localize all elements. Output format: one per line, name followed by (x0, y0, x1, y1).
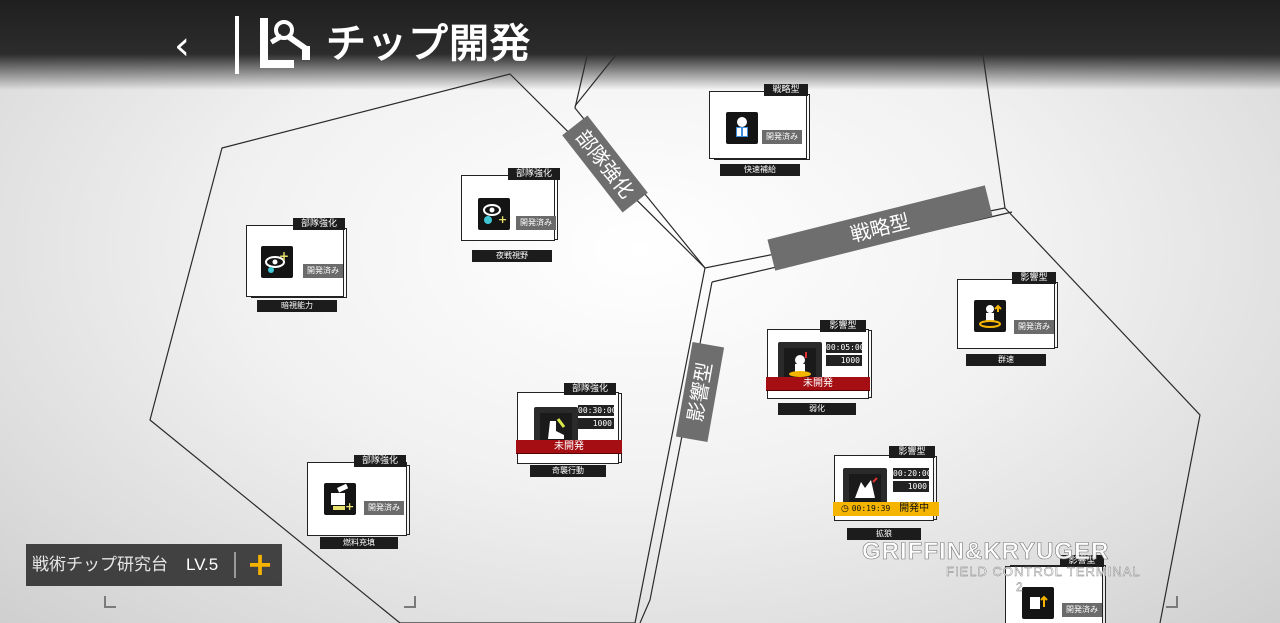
chip-name: 快速補給 (720, 164, 800, 176)
chip-category: 影響型 (889, 446, 935, 458)
corner-bracket (404, 596, 416, 608)
speed-up-icon (974, 300, 1006, 332)
eye-plus-icon: + (478, 198, 510, 230)
chip-name: 弱化 (778, 403, 856, 415)
chip-name: 奇襲行動 (530, 465, 606, 477)
svg-text:+: + (279, 249, 289, 263)
top-bar: ‹ チップ開発 (0, 0, 1280, 90)
chip-category: 影響型 (1060, 555, 1104, 567)
flag-up-icon (1022, 587, 1054, 619)
research-lab-panel: 戦術チップ研究台 LV.5 + (26, 544, 282, 586)
chip-category: 部隊強化 (293, 218, 345, 230)
chip-frame (709, 91, 807, 159)
supply-doll-icon (726, 112, 758, 144)
chip-cost: 1000 (893, 481, 929, 492)
eye-star-icon: + (261, 246, 293, 278)
chip-category: 部隊強化 (564, 383, 616, 395)
chip-status: 開発済み (1062, 603, 1102, 617)
chip-undeveloped-banner: 未開発 (766, 377, 870, 391)
chip-category: 部隊強化 (354, 455, 406, 467)
chip-name: 暗視能力 (257, 300, 337, 312)
svg-text:+: + (498, 213, 507, 226)
region-influence-outline (1004, 207, 1201, 623)
upgrade-plus-button[interactable]: + (246, 545, 274, 583)
lab-divider (234, 552, 236, 578)
header-divider (235, 16, 239, 74)
chip-status: 開発済み (516, 216, 556, 230)
region-unit-boost-outline (149, 73, 706, 623)
chip-dev-time: 00:30:00 (578, 405, 617, 416)
page-title: チップ開発 (326, 21, 531, 67)
chip-category: 影響型 (820, 320, 866, 332)
chip-status: 開発済み (1014, 320, 1054, 334)
back-button[interactable]: ‹ (174, 23, 190, 69)
chip-dev-time: 00:20:00 (893, 468, 932, 479)
svg-text:+: + (345, 500, 354, 513)
chip-status: 開発済み (303, 264, 343, 278)
robot-arm-icon (260, 18, 310, 68)
region-influence-outline-3 (639, 281, 713, 623)
chip-name: 燃料充填 (320, 537, 398, 549)
corner-bracket (104, 596, 116, 608)
chip-cost: 1000 (826, 355, 862, 366)
chip-category: 戦略型 (764, 84, 808, 96)
chip-progress-banner: ◷ 00:19:39 開発中 (833, 502, 939, 516)
lab-level: LV.5 (186, 555, 219, 574)
lab-label: 戦術チップ研究台 (32, 555, 168, 575)
chip-status: 開発済み (762, 130, 802, 144)
developing-label: 開発中 (899, 503, 930, 514)
corner-bracket (1166, 596, 1178, 608)
chip-category: 部隊強化 (508, 168, 560, 180)
chip-category: 影響型 (1012, 272, 1056, 284)
chip-name: 拡狼 (847, 528, 921, 540)
chip-undeveloped-banner: 未開発 (516, 440, 622, 454)
chip-cost: 1000 (578, 418, 614, 429)
timer-icon: ◷ (841, 504, 849, 514)
remaining-time: 00:19:39 (851, 504, 891, 513)
chip-name: 群速 (966, 354, 1046, 366)
chip-frame (307, 462, 407, 536)
chip-status: 開発済み (364, 501, 404, 515)
fuel-plus-icon: + (324, 483, 356, 515)
chip-frame (957, 279, 1055, 349)
chip-dev-time: 00:05:00 (826, 342, 865, 353)
chip-name: 夜戦視野 (472, 250, 552, 262)
